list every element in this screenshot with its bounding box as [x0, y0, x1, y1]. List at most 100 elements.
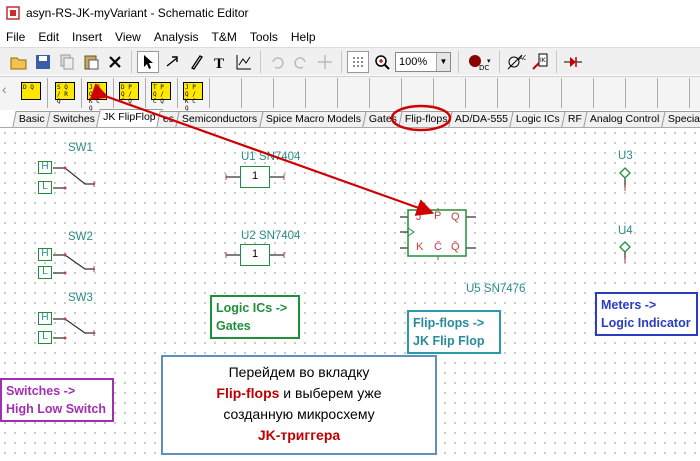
open-icon[interactable] — [8, 51, 30, 73]
svg-text:IK: IK — [540, 57, 547, 64]
sw2-label: SW2 — [68, 231, 93, 243]
tab-special[interactable]: Special — [661, 111, 700, 127]
tab-spice-macro-models[interactable]: Spice Macro Models — [258, 111, 368, 127]
high-input-3[interactable]: H — [38, 312, 52, 325]
select-arrow-icon[interactable] — [137, 50, 159, 73]
callout-jk-trigger: JK-триггера — [257, 427, 341, 443]
dc-icon[interactable]: DC▾ — [464, 51, 494, 73]
svg-text:T: T — [214, 56, 224, 70]
tab-gates[interactable]: Gates — [362, 111, 404, 127]
rotate-icon[interactable] — [161, 51, 183, 73]
move-icon[interactable] — [314, 51, 336, 73]
menu-bar: File Edit Insert View Analysis T&M Tools… — [0, 27, 700, 47]
callout-line-2: и выберем уже — [279, 385, 382, 401]
inverter-u1[interactable]: 1 — [240, 166, 270, 188]
high-input-2[interactable]: H — [38, 248, 52, 261]
callout-line-3: созданную микросхему — [223, 406, 375, 422]
ff-pin-j: J — [416, 211, 422, 223]
undo-icon[interactable] — [266, 51, 288, 73]
u1-label: U1 SN7404 — [241, 151, 301, 163]
probe-icon[interactable]: IK — [529, 51, 551, 73]
menu-tm[interactable]: T&M — [211, 30, 237, 44]
ac-icon[interactable]: AC — [505, 51, 527, 73]
ff-pin-k: K — [416, 241, 424, 253]
menu-analysis[interactable]: Analysis — [153, 30, 199, 44]
sw3-label: SW3 — [68, 292, 93, 304]
part-d-flipflop-preset[interactable]: D P Q / C Q — [114, 78, 146, 108]
low-input-1[interactable]: L — [38, 181, 52, 194]
part-chip-icon: T P Q / C Q — [151, 82, 171, 105]
sw1-label: SW1 — [68, 142, 93, 154]
zoom-value: 100% — [399, 55, 428, 68]
tab-jk-flipflop[interactable]: JK FlipFlop — [95, 109, 163, 127]
part-chip-icon: D P Q / C Q — [119, 82, 139, 105]
jk-flipflop-symbol — [407, 209, 467, 257]
inverter-u2-symbol: 1 — [251, 248, 259, 260]
ff-pin-qbar: Q̄ — [451, 241, 460, 253]
scroll-left-icon[interactable]: ‹ — [2, 81, 7, 97]
part-chip-icon: S Q / R Q — [55, 82, 75, 105]
part-chip-icon: D Q — [21, 82, 41, 100]
note-switches: Switches ->High Low Switch — [0, 378, 114, 422]
parts-bar: ‹ D Q S Q / R Q J P Q / K C Q D P Q / C … — [0, 76, 700, 112]
tab-ad-da-555[interactable]: AD/DA-555 — [448, 111, 516, 127]
toolbar: T 100% ▼ DC▾ AC IK — [0, 47, 700, 75]
callout-line-1: Перейдем во вкладку — [228, 364, 370, 380]
u2-label: U2 SN7404 — [241, 230, 301, 242]
low-input-2[interactable]: L — [38, 266, 52, 279]
inverter-u2[interactable]: 1 — [240, 244, 270, 266]
window-title: asyn-RS-JK-myVariant - Schematic Editor — [26, 6, 249, 20]
tab-basic[interactable]: Basic — [12, 111, 52, 127]
menu-edit[interactable]: Edit — [38, 30, 60, 44]
diode-icon[interactable] — [562, 51, 584, 73]
note-meters: Meters ->Logic Indicator — [595, 292, 698, 336]
tab-flip-flops[interactable]: Flip-flops — [398, 111, 455, 127]
note-logic-ics: Logic ICs ->Gates — [210, 295, 300, 339]
menu-file[interactable]: File — [6, 30, 26, 44]
part-jk-flipflop[interactable]: J P Q / K C Q — [82, 78, 114, 112]
tab-logic-ics[interactable]: Logic ICs — [509, 111, 567, 127]
u3-label: U3 — [618, 150, 633, 162]
part-chip-icon: J P Q / K C Q — [183, 82, 203, 112]
note-flip-flops: Flip-flops ->JK Flip Flop — [407, 310, 501, 354]
component-tabs: Basic Switches JK FlipFlop es Semiconduc… — [12, 109, 700, 127]
pen-icon[interactable] — [185, 51, 207, 73]
part-d-flipflop[interactable]: D Q — [16, 78, 48, 108]
part-t-flipflop[interactable]: T P Q / C Q — [146, 78, 178, 108]
menu-tools[interactable]: Tools — [249, 30, 278, 44]
redo-icon[interactable] — [290, 51, 312, 73]
text-icon[interactable]: T — [209, 51, 231, 73]
ff-pin-c: C̄ — [434, 241, 442, 253]
tab-semiconductors[interactable]: Semiconductors — [175, 111, 265, 127]
part-chip-icon: J P Q / K C Q — [87, 82, 107, 112]
instruction-callout: Перейдем во вкладку Flip-flops и выберем… — [161, 355, 437, 455]
u5-label: U5 SN7476 — [466, 283, 526, 295]
save-icon[interactable] — [32, 51, 54, 73]
app-icon — [6, 6, 20, 20]
copy-icon[interactable] — [56, 51, 78, 73]
tab-switches[interactable]: Switches — [45, 111, 102, 127]
zoom-select[interactable]: 100% ▼ — [395, 51, 451, 72]
part-jk-flipflop-2[interactable]: J P Q / K C Q — [178, 78, 210, 112]
ff-pin-q: Q — [451, 211, 460, 223]
menu-insert[interactable]: Insert — [72, 30, 103, 44]
grid-icon[interactable] — [347, 50, 369, 73]
inverter-u1-symbol: 1 — [251, 170, 259, 182]
high-input-1[interactable]: H — [38, 161, 52, 174]
graph-icon[interactable] — [233, 51, 255, 73]
chevron-down-icon[interactable]: ▼ — [436, 52, 450, 71]
paste-icon[interactable] — [80, 51, 102, 73]
svg-text:AC: AC — [519, 55, 526, 62]
title-bar: asyn-RS-JK-myVariant - Schematic Editor — [0, 0, 700, 26]
zoom-icon[interactable] — [371, 51, 393, 73]
ff-pin-p: P — [434, 210, 442, 222]
low-input-3[interactable]: L — [38, 331, 52, 344]
menu-view[interactable]: View — [115, 30, 141, 44]
callout-flip-flops: Flip-flops — [216, 385, 280, 401]
delete-icon[interactable] — [104, 51, 126, 73]
svg-text:DC: DC — [479, 64, 489, 71]
svg-text:▾: ▾ — [487, 57, 491, 65]
menu-help[interactable]: Help — [290, 30, 316, 44]
tab-analog-control[interactable]: Analog Control — [583, 111, 667, 127]
part-sr-flipflop[interactable]: S Q / R Q — [50, 78, 82, 108]
